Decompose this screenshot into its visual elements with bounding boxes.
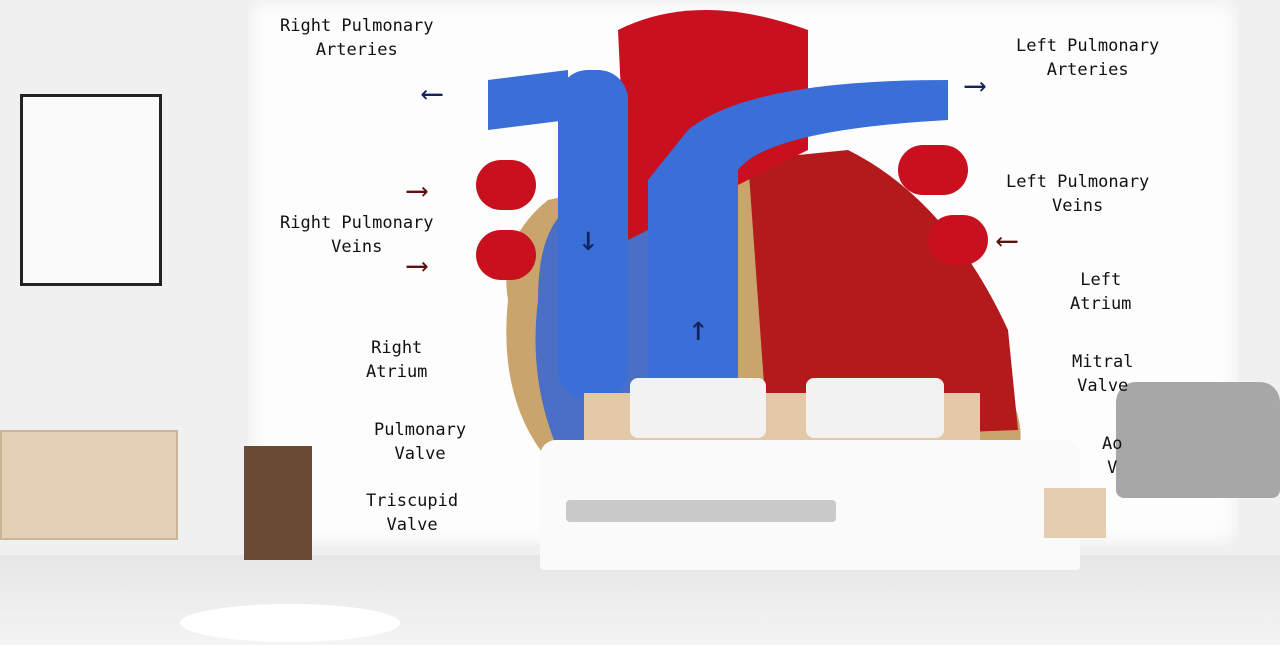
label-left-pulmonary-arteries: Left Pulmonary Arteries bbox=[1016, 36, 1160, 80]
heart-illustration: ⟵ ⟶ ⟶ ⟶ ⟵ ↑ ↓ bbox=[406, 10, 1021, 460]
sideboard bbox=[0, 430, 178, 540]
pillow bbox=[630, 378, 766, 438]
fur-rug bbox=[180, 604, 400, 642]
heart-diagram-mural: ⟵ ⟶ ⟶ ⟶ ⟵ ↑ ↓ Right Pulmonary Arteries L… bbox=[248, 0, 1238, 545]
label-right-atrium: Right Atrium bbox=[366, 338, 428, 382]
pulmonary-trunk bbox=[648, 80, 948, 380]
arrow-left-icon: ⟵ bbox=[421, 76, 443, 111]
label-left-pulmonary-veins: Left Pulmonary Veins bbox=[1006, 172, 1150, 216]
right-pulmonary-vein-lower bbox=[476, 230, 536, 280]
arrow-left-icon: ⟵ bbox=[996, 223, 1018, 258]
arrow-right-icon: ⟶ bbox=[406, 173, 428, 208]
label-triscupid-valve: Triscupid Valve bbox=[366, 491, 459, 535]
arrow-right-icon: ⟶ bbox=[406, 248, 428, 283]
left-pulmonary-vein-upper bbox=[898, 145, 968, 195]
pillow bbox=[806, 378, 944, 438]
armchair bbox=[1116, 382, 1280, 498]
nightstand bbox=[1044, 488, 1106, 538]
wall-art-frame bbox=[20, 94, 162, 286]
superior-vena-cava bbox=[558, 70, 628, 400]
wooden-stool bbox=[244, 446, 312, 560]
label-mitral-valve: Mitral Valve bbox=[1072, 352, 1134, 396]
arrow-right-icon: ⟶ bbox=[964, 68, 986, 103]
left-atrium bbox=[748, 150, 1018, 440]
label-left-atrium: Left Atrium bbox=[1070, 270, 1132, 314]
left-pulmonary-vein-lower bbox=[928, 215, 988, 265]
label-pulmonary-valve: Pulmonary Valve bbox=[374, 420, 467, 464]
arrow-up-icon: ↑ bbox=[688, 309, 708, 349]
arrow-down-icon: ↓ bbox=[578, 219, 598, 259]
label-right-pulmonary-veins: Right Pulmonary Veins bbox=[280, 213, 434, 257]
right-pulmonary-vein-upper bbox=[476, 160, 536, 210]
label-aortic-valve: Ao V bbox=[1102, 434, 1123, 478]
label-right-pulmonary-arteries: Right Pulmonary Arteries bbox=[280, 16, 434, 60]
right-pulmonary-artery bbox=[488, 70, 568, 130]
bench bbox=[566, 500, 836, 522]
